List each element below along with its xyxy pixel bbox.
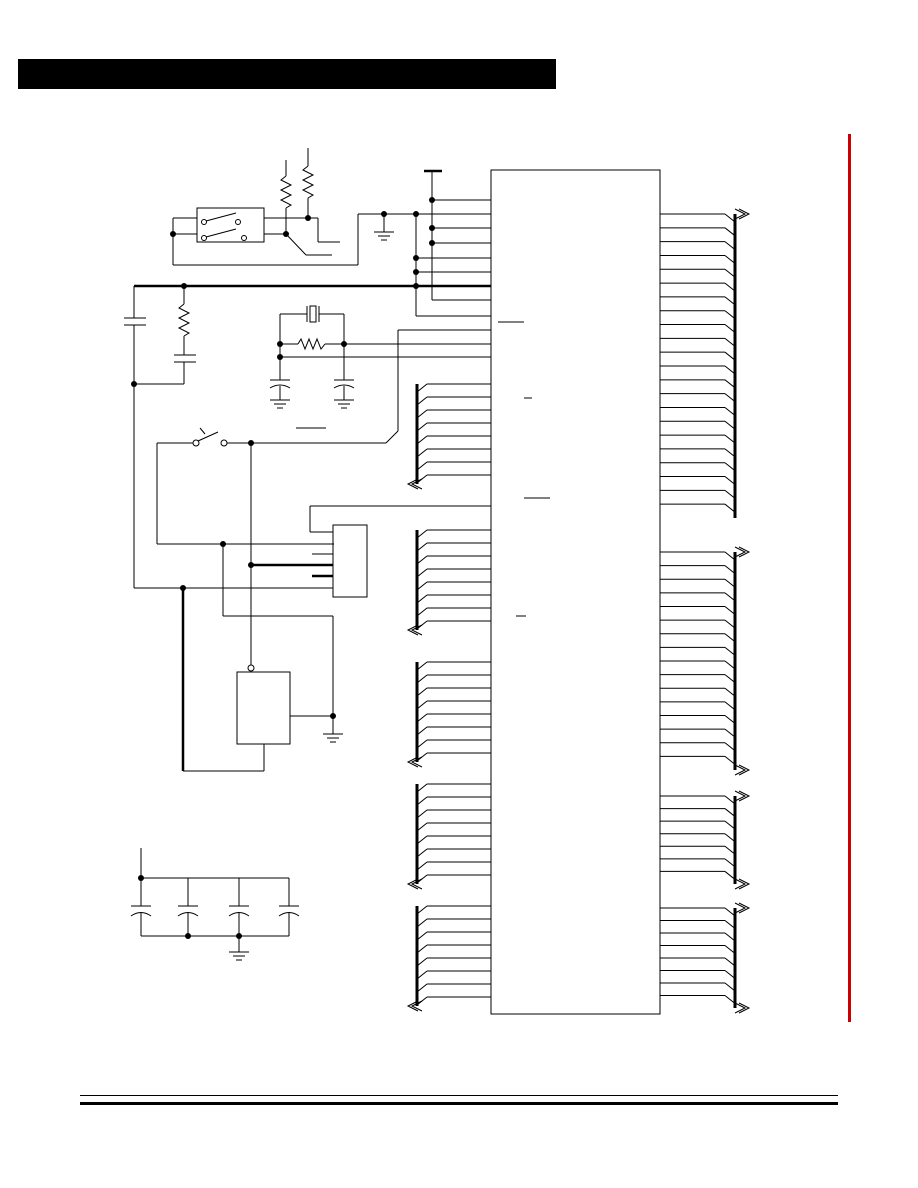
decoupling-capacitor-bank [138, 848, 289, 961]
microcontroller-ic [490, 169, 661, 1015]
crystal-oscillator [277, 305, 491, 380]
connector-header [134, 443, 491, 772]
decoupling-capacitor [228, 878, 250, 936]
pull-up-resistor [301, 148, 340, 243]
ground-symbol [374, 231, 394, 241]
footer-rule-thick [80, 1102, 838, 1105]
decoupling-capacitor [130, 878, 152, 936]
decoupling-capacitor [278, 878, 300, 936]
revision-margin-bar [848, 134, 851, 1022]
pull-up-resistor [279, 160, 332, 256]
power-pin-network [357, 169, 491, 317]
footer-rule [80, 1095, 838, 1096]
oscillator-load-capacitor [269, 379, 291, 409]
reset-rc-network [124, 283, 491, 588]
title-bar [18, 59, 556, 89]
dip-switch [170, 207, 358, 266]
ground-symbol [323, 733, 343, 743]
oscillator-load-capacitor [333, 379, 355, 409]
voltage-regulator [236, 664, 336, 745]
decoupling-capacitor [177, 878, 199, 936]
reset-switch [156, 329, 491, 545]
